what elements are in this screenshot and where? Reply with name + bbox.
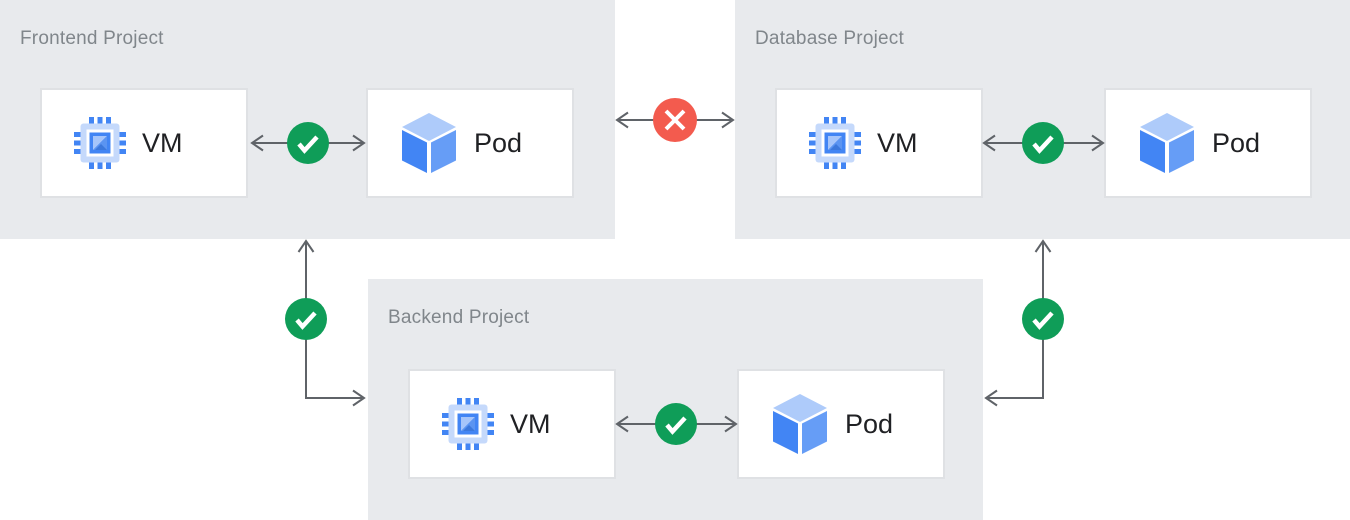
arrow-backend-database — [984, 239, 1052, 407]
pod-label: Pod — [1212, 127, 1261, 158]
vm-label: VM — [142, 127, 183, 158]
arrow-frontend-database — [615, 111, 735, 129]
backend-vm-node: VM — [408, 369, 616, 479]
database-project-label: Database Project — [755, 28, 904, 49]
backend-pod-node: Pod — [737, 369, 945, 479]
vm-chip-icon — [809, 117, 861, 169]
vm-chip-icon — [442, 398, 494, 450]
pod-cube-icon — [1138, 111, 1196, 175]
database-pod-node: Pod — [1104, 88, 1312, 198]
backend-project-label: Backend Project — [388, 307, 530, 328]
cross-icon — [653, 98, 697, 142]
frontend-project-label: Frontend Project — [20, 28, 164, 49]
vm-chip-icon — [74, 117, 126, 169]
frontend-pod-node: Pod — [366, 88, 574, 198]
pod-cube-icon — [400, 111, 458, 175]
pod-cube-icon — [771, 392, 829, 456]
vm-label: VM — [877, 127, 918, 158]
vm-label: VM — [510, 408, 551, 439]
frontend-vm-node: VM — [40, 88, 248, 198]
database-vm-node: VM — [775, 88, 983, 198]
pod-label: Pod — [845, 408, 894, 439]
check-icon — [285, 298, 327, 340]
check-icon — [1022, 298, 1064, 340]
arrow-frontend-backend — [297, 239, 366, 407]
pod-label: Pod — [474, 127, 523, 158]
